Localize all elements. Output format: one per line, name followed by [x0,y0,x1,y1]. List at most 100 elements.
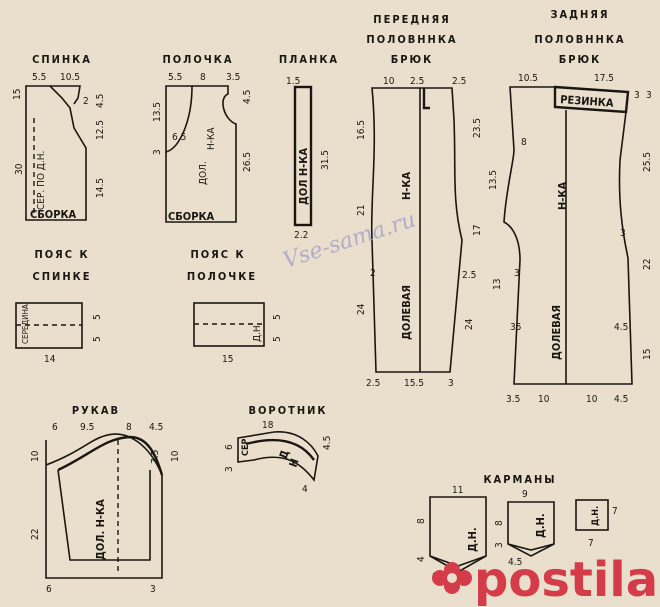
pocket-1-dim-left-2: 4 [416,556,427,562]
belt-front-dim-right-1: 5 [272,314,283,320]
collar-outline [237,431,319,482]
front-dim-left-2: 21 [356,205,367,216]
sleeve-dim-top-2: 9.5 [80,422,94,433]
belt-back-label: СЕРЕДИНА [21,304,30,344]
back-dim-left-5: 35 [510,322,521,333]
spinka-dim-top-1: 5.5 [32,72,46,83]
spinka-dim-right-4: 14.5 [95,178,106,198]
front-outline [370,87,463,373]
sleeve-dim-right-1: 7.5 [150,450,161,464]
front-dim-right-3: 2.5 [462,270,476,281]
polochka-outline [165,85,237,223]
sleeve-dim-top-1: 6 [52,422,58,433]
belt-front-dim-right-2: 5 [272,336,283,342]
front-dim-left-4: 24 [356,303,367,315]
back-dim-rt-2: 3 [646,90,652,101]
belt-front-dim-bottom: 15 [222,354,233,365]
collar-pattern: ВОРОТНИК 18 6 3 4.5 4 СЕР Д Н [224,404,333,495]
sleeve-dim-left-1: 10 [30,450,41,462]
back-dim-bottom-1: 3.5 [506,394,520,405]
polochka-pattern: ПОЛОЧКА 5.5 8 3.5 13.5 3 4.5 26.5 6.5 Н-… [152,53,253,223]
front-dim-left-3: 2 [370,268,376,279]
back-label-grain: ДОЛЕВАЯ [550,305,563,360]
brand-logo: postila.ru [432,552,660,607]
back-dim-left-2: 13.5 [488,170,499,190]
front-dim-right-2: 17 [472,225,483,236]
planka-title: ПЛАНКА [279,53,339,66]
pocket-2-dim-left-1: 8 [494,520,505,526]
polochka-label-nka: Н-КА [206,127,217,150]
collar-dim-left-2: 3 [224,466,235,472]
polochka-dim-right-2: 26.5 [242,152,253,172]
back-dim-top-2: 17.5 [594,73,614,84]
front-title-line-1: ПЕРЕДНЯЯ [373,13,450,26]
polochka-dim-right-1: 4.5 [242,90,253,104]
polochka-dim-top-3: 3.5 [226,72,240,83]
collar-edge [245,438,315,461]
collar-label-center: СЕР [241,439,251,456]
front-dim-top-2: 2.5 [410,76,424,87]
spinka-dim-top-2: 10.5 [60,72,80,83]
back-dim-right-2: 3 [620,228,626,239]
back-outline [503,86,633,385]
planka-label: ДОЛ Н-КА [297,148,310,205]
pocket-1-outline [429,496,487,573]
spinka-label-center: СЕР. ПО Д.Н. [36,151,47,210]
belt-front-pattern: ПОЯС К ПОЛОЧКЕ 5 5 15 Д.Н. [187,248,283,365]
spinka-pattern: СПИНКА 5.5 10.5 15 30 2 4.5 12.5 14.5 СЕ… [12,53,106,221]
belt-back-title-2: СПИНКЕ [33,270,92,283]
collar-dim-right: 4.5 [322,436,333,450]
front-dim-bottom-3: 3 [448,378,454,389]
front-title-line-2: ПОЛОВННКА [366,33,457,46]
planka-dim-right: 31.5 [320,150,331,170]
collar-dim-top: 18 [262,420,274,431]
pocket-3-dim-right: 7 [612,506,618,517]
spinka-label-gather: СБОРКА [30,208,77,221]
back-label-elastic: РЕЗИНКА [560,93,614,110]
belt-back-dim-right-1: 5 [92,314,103,320]
belt-front-title-1: ПОЯС К [190,248,245,261]
back-trousers-pattern: ЗАДНЯЯ ПОЛОВННКА БРЮК 10.5 17.5 3 3 8 13… [488,8,653,405]
polochka-dim-top-2: 8 [200,72,206,83]
spinka-outline [25,85,87,221]
back-dim-bottom-2: 10 [538,394,550,405]
flower-icon [432,562,472,594]
back-title-line-2: ПОЛОВННКА [534,33,625,46]
sleeve-dim-bottom-2: 3 [150,584,156,595]
polochka-label-gather: СБОРКА [168,210,215,223]
back-dim-right-1: 25.5 [642,152,653,172]
back-dim-left-3: 3 [514,268,520,279]
back-dim-bottom-4: 4.5 [614,394,628,405]
back-dim-right-5: 15 [642,349,653,360]
front-dim-right-1: 23.5 [472,118,483,138]
sleeve-dim-bottom-1: 6 [46,584,52,595]
front-dim-top-1: 10 [383,76,395,87]
spinka-dim-right-2: 4.5 [95,94,106,108]
collar-title: ВОРОТНИК [248,404,327,417]
sleeve-dim-right-2: 10 [170,450,181,462]
planka-pattern: ПЛАНКА 1.5 31.5 2.2 ДОЛ Н-КА [279,53,339,241]
polochka-dim-top-1: 5.5 [168,72,182,83]
sleeve-cap [57,435,164,476]
back-label-nka: Н-КА [556,182,569,210]
spinka-dim-left-1: 15 [12,89,23,100]
pocket-2-dim-left-2: 3 [494,542,505,548]
back-dim-top-1: 10.5 [518,73,538,84]
back-dim-left-4: 13 [492,279,503,290]
sleeve-label: ДОЛ. Н-КА [94,499,107,560]
polochka-dim-left-2: 3 [152,149,163,155]
spinka-title: СПИНКА [32,53,92,66]
front-dim-bottom-1: 2.5 [366,378,380,389]
collar-dim-left-1: 6 [224,444,235,450]
planka-outline [293,85,313,227]
back-dim-rt-1: 3 [634,90,640,101]
belt-front-title-2: ПОЛОЧКЕ [187,270,257,283]
pockets-group: КАРМАНЫ 11 8 4 5 Д.Н. 9 8 3 4.5 Д.Н. 7 7… [416,473,618,583]
back-dim-bottom-3: 10 [586,394,598,405]
sleeve-dim-top-3: 8 [126,422,132,433]
spinka-dim-left-2: 30 [14,163,25,175]
pocket-3-label: Д.Н. [591,506,601,526]
back-title-line-1: ЗАДНЯЯ [550,8,609,21]
pocket-3-dim-bottom: 7 [588,538,594,549]
back-dim-left-1: 8 [521,137,527,148]
